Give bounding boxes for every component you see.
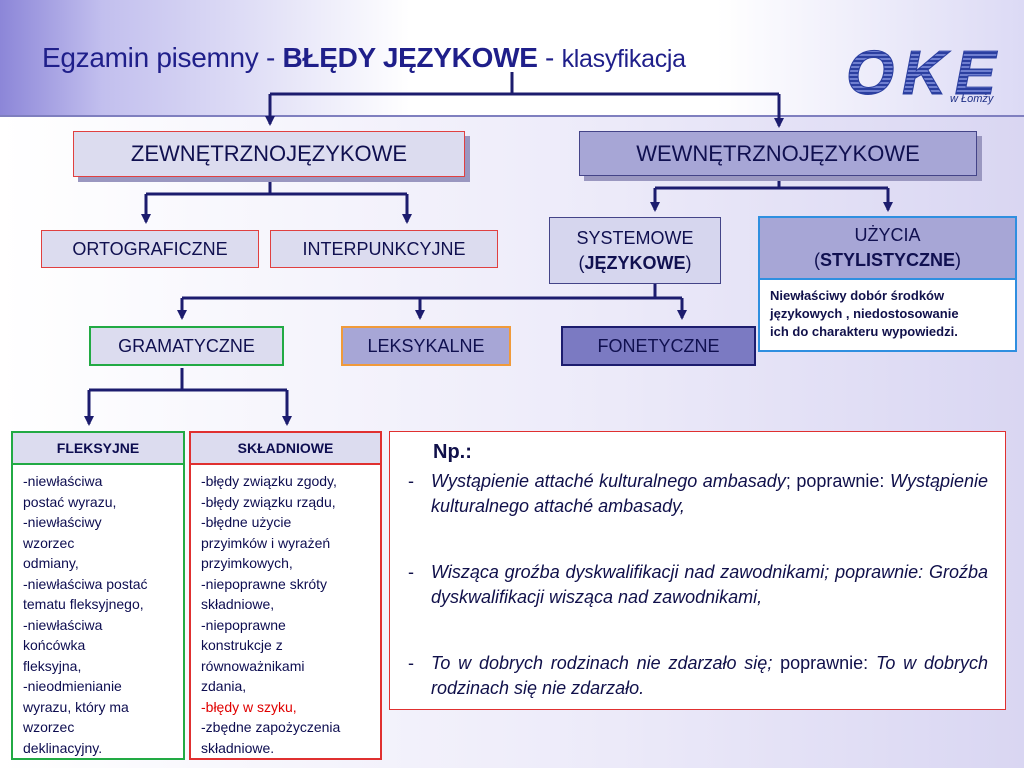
node-gramatyczne: GRAMATYCZNE [89, 326, 284, 366]
example-sep: ; poprawnie: [785, 471, 890, 491]
node-ortograficzne-label: ORTOGRAFICZNE [72, 238, 228, 259]
node-interpunkcyjne: INTERPUNKCYJNE [270, 230, 498, 268]
fleksyjne-line: -niewłaściwa [23, 473, 103, 489]
node-leksykalne-label: LEKSYKALNE [367, 335, 485, 356]
examples-panel: Np.: - Wystąpienie attaché kulturalnego … [389, 431, 1006, 710]
skladniowe-line: przyimkowych, [201, 555, 293, 571]
node-systemowe-sub: (JĘZYKOWE) [578, 251, 691, 276]
skladniowe-line: -błędy związku zgody, [201, 473, 337, 489]
fleksyjne-line: -niewłaściwa postać [23, 575, 148, 592]
node-fonetyczne: FONETYCZNE [561, 326, 756, 366]
node-zewnetrznojezykowe: ZEWNĘTRZNOJĘZYKOWE [73, 131, 465, 177]
page-title: Egzamin pisemny - BŁĘDY JĘZYKOWE - klasy… [42, 42, 686, 74]
skladniowe-line: równoważnikami [201, 657, 305, 674]
example-text: Wystąpienie attaché kulturalnego ambasad… [431, 469, 988, 519]
fleksyjne-line: deklinacyjny. [23, 739, 103, 756]
fleksyjne-line: postać wyrazu, [23, 493, 117, 510]
skladniowe-line: zdania, [201, 678, 247, 694]
systemowe-paren-close: ) [685, 252, 692, 273]
fleksyjne-list: -niewłaściwa postać wyrazu, -niewłaściwy… [13, 465, 183, 758]
example-wrong: Wystąpienie attaché kulturalnego ambasad… [431, 471, 786, 491]
systemowe-bold: JĘZYKOWE [584, 252, 686, 273]
title-divider [0, 115, 1024, 117]
examples-heading: Np.: [433, 441, 472, 463]
skladniowe-header: SKŁADNIOWE [191, 433, 380, 465]
example-sep: poprawnie: [772, 653, 876, 673]
example-dash: - [408, 562, 414, 582]
node-uzycia-label: UŻYCIA [854, 225, 921, 245]
skladniowe-panel: SKŁADNIOWE -błędy związku zgody, -błędy … [189, 431, 382, 760]
title-prefix: Egzamin pisemny - [42, 42, 283, 73]
node-uzycia: UŻYCIA (STYLISTYCZNE) [758, 216, 1017, 280]
fleksyjne-line: odmiany, [23, 555, 79, 571]
skladniowe-line-highlight: -błędy w szyku, [201, 698, 297, 715]
uzycia-paren-close: ) [955, 250, 961, 270]
fleksyjne-line: wzorzec [23, 719, 75, 735]
logo-text: OKE [846, 44, 998, 108]
title-suffix: klasyfikacja [561, 45, 687, 73]
uzycia-desc-line: ich do charakteru wypowiedzi. [770, 324, 958, 339]
node-gramatyczne-label: GRAMATYCZNE [118, 335, 255, 356]
skladniowe-line: -błędne użycie [201, 514, 292, 530]
example-item: - To w dobrych rodzinach nie zdarzało si… [408, 651, 988, 701]
node-systemowe: SYSTEMOWE (JĘZYKOWE) [549, 217, 721, 284]
example-dash: - [408, 471, 414, 491]
node-fonetyczne-label: FONETYCZNE [597, 335, 720, 356]
node-wewnetrznojezykowe: WEWNĘTRZNOJĘZYKOWE [579, 131, 977, 176]
skladniowe-line: -niepoprawne [201, 616, 286, 633]
node-uzycia-sub: (STYLISTYCZNE) [814, 248, 961, 273]
node-ortograficzne: ORTOGRAFICZNE [41, 230, 259, 268]
uzycia-desc-line: Niewłaściwy dobór środków [770, 288, 945, 303]
fleksyjne-line: wzorzec [23, 534, 75, 551]
oke-logo: OKE [846, 44, 999, 109]
uzycia-desc-line: językowych , niedostosowanie [770, 306, 959, 321]
uzycia-paren-open: ( [813, 250, 820, 270]
title-bold: BŁĘDY JĘZYKOWE [282, 42, 538, 73]
fleksyjne-line: fleksyjna, [23, 657, 82, 674]
skladniowe-line: składniowe, [201, 596, 275, 612]
example-text: Wisząca groźba dyskwalifikacji nad zawod… [431, 560, 988, 610]
example-item: - Wystąpienie attaché kulturalnego ambas… [408, 469, 988, 519]
example-item: - Wisząca groźba dyskwalifikacji nad zaw… [408, 560, 988, 610]
uzycia-description: Niewłaściwy dobór środków językowych , n… [758, 280, 1017, 352]
fleksyjne-line: -nieodmienianie [23, 678, 122, 694]
node-leksykalne: LEKSYKALNE [341, 326, 511, 366]
example-text: To w dobrych rodzinach nie zdarzało się;… [431, 651, 988, 701]
fleksyjne-line: wyrazu, który ma [23, 698, 129, 715]
skladniowe-line: przyimków i wyrażeń [201, 534, 331, 551]
title-band [0, 0, 1024, 115]
example-dash: - [408, 653, 414, 673]
title-sep: - [537, 42, 562, 73]
example-right: To w dobrych rodzinach się nie zdarzało. [431, 653, 988, 698]
fleksyjne-header: FLEKSYJNE [13, 433, 183, 465]
fleksyjne-panel: FLEKSYJNE -niewłaściwa postać wyrazu, -n… [11, 431, 185, 760]
fleksyjne-line: końcówka [23, 637, 86, 653]
node-systemowe-label: SYSTEMOWE [576, 227, 694, 248]
skladniowe-line: -zbędne zapożyczenia [201, 719, 341, 735]
fleksyjne-line: -niewłaściwa [23, 616, 103, 633]
fleksyjne-line: tematu fleksyjnego, [23, 596, 144, 612]
skladniowe-line: -niepoprawne skróty [201, 575, 328, 592]
fleksyjne-line: -niewłaściwy [23, 514, 102, 530]
skladniowe-list: -błędy związku zgody, -błędy związku rzą… [191, 465, 380, 758]
systemowe-paren-open: ( [578, 252, 585, 273]
logo-subtitle: w Łomży [950, 93, 994, 105]
example-wrong: Wisząca groźba dyskwalifikacji nad zawod… [431, 562, 988, 607]
skladniowe-line: -błędy związku rządu, [201, 493, 336, 510]
example-wrong: To w dobrych rodzinach nie zdarzało się; [431, 653, 773, 673]
node-zewnetrznojezykowe-label: ZEWNĘTRZNOJĘZYKOWE [130, 141, 408, 166]
node-interpunkcyjne-label: INTERPUNKCYJNE [302, 238, 466, 259]
node-wewnetrznojezykowe-label: WEWNĘTRZNOJĘZYKOWE [636, 140, 920, 166]
example-right: Wystąpienie kulturalnego attaché ambasad… [431, 471, 988, 516]
skladniowe-line: konstrukcje z [201, 637, 283, 653]
uzycia-bold: STYLISTYCZNE [819, 250, 955, 270]
skladniowe-line: składniowe. [201, 739, 275, 756]
